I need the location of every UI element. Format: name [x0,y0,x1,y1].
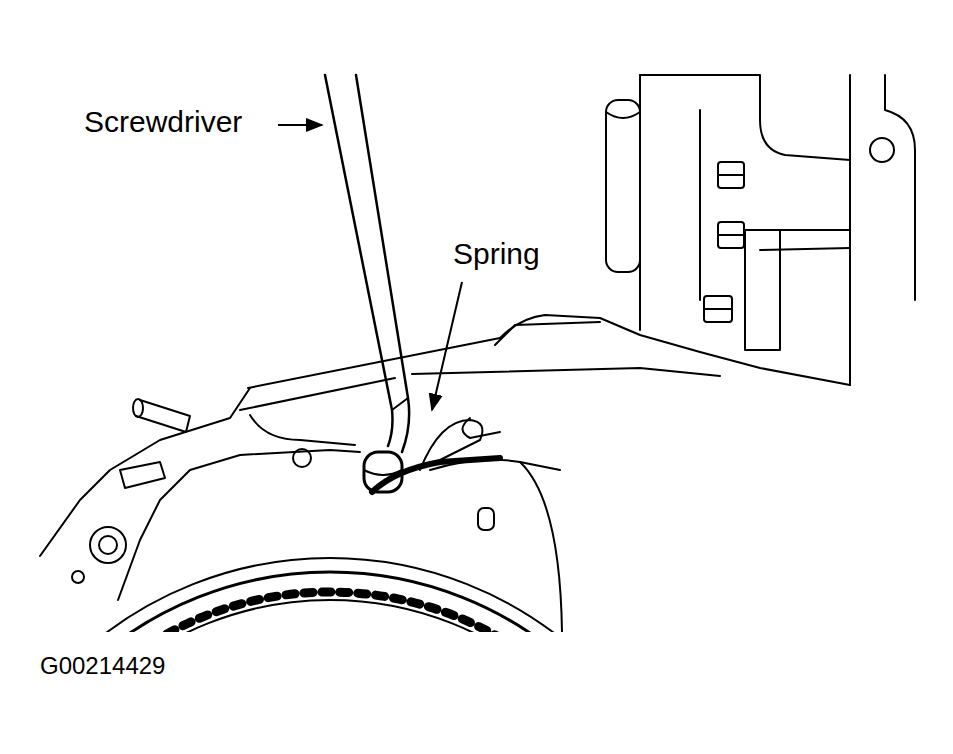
bolt-heads [704,162,744,322]
leader-line [432,282,462,410]
dowel-pin [606,100,640,272]
part-label: Screwdriver [84,104,242,140]
spring [364,420,500,492]
screwdriver [325,75,409,452]
part-label: G00214429 [40,652,165,681]
guide-pin [133,399,190,432]
part-label: Spring [453,236,540,272]
cylinder-block [640,75,915,385]
tensioner-bar [240,315,850,438]
label-holder: G00214429 [40,652,165,681]
leader-line [278,124,322,126]
camshaft-sprocket [95,558,565,632]
label-holder: Spring [453,236,540,272]
label-holder: Screwdriver [84,104,242,140]
